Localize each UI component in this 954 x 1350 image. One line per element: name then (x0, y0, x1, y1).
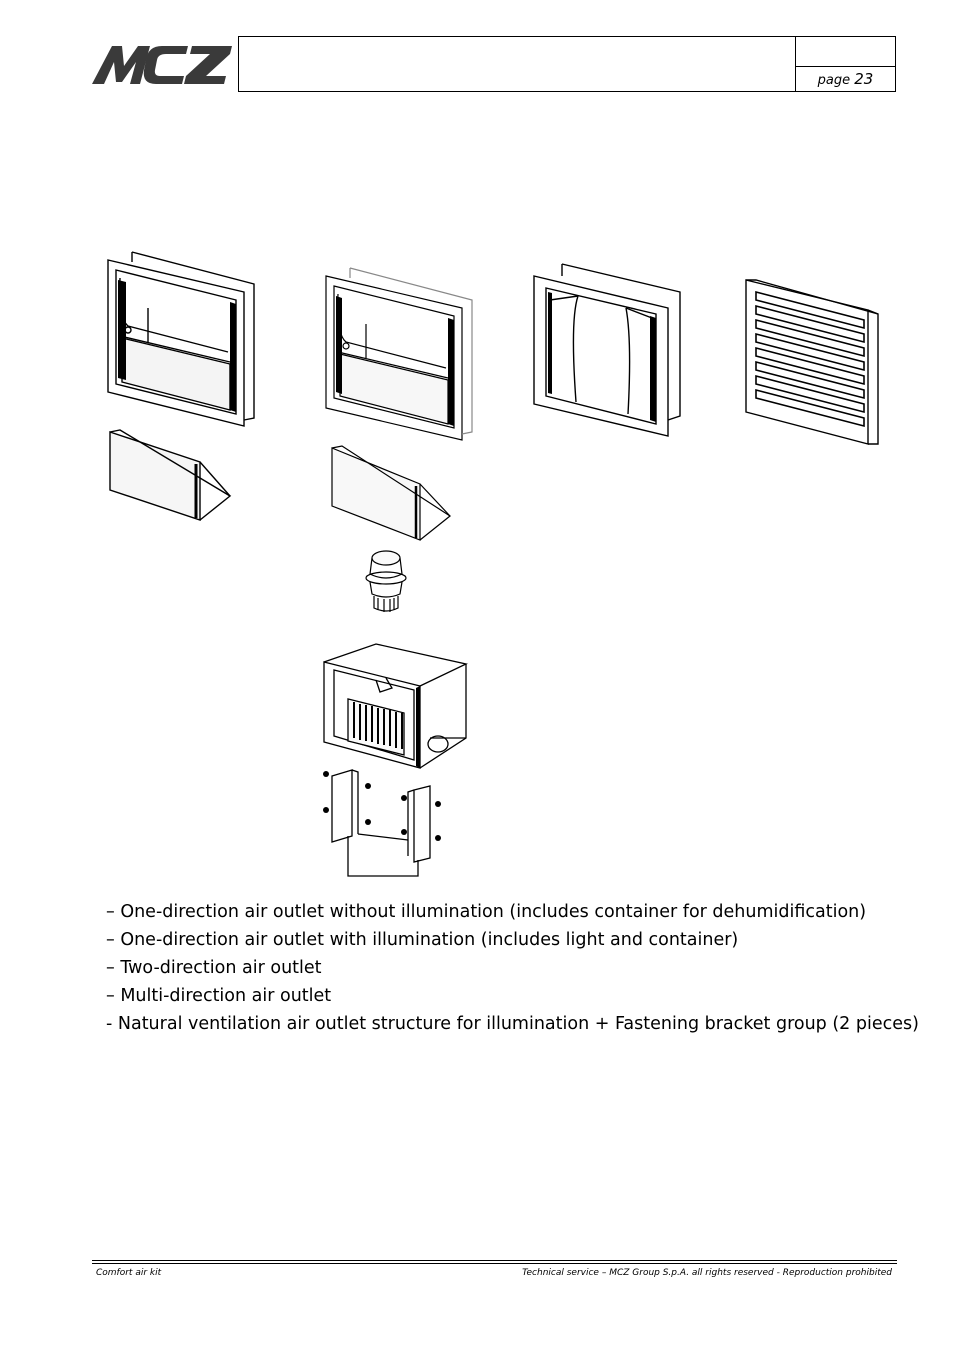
container-illustration-2 (331, 445, 452, 541)
light-illustration (365, 550, 407, 612)
header-box: page 23 (238, 36, 896, 92)
outlet-illustration-1 (107, 251, 255, 427)
fastening-bracket-illustration (323, 769, 441, 877)
footer-rule (92, 1263, 897, 1264)
outlet-illustration-4 (745, 279, 879, 445)
footer-right-text: Technical service – MCZ Group S.p.A. all… (522, 1268, 892, 1278)
list-item: – One-direction air outlet with illumina… (106, 930, 739, 950)
list-item: – Multi-direction air outlet (106, 986, 332, 1006)
page-number-value: 23 (854, 70, 874, 88)
mcz-logo (92, 46, 232, 84)
header-divider (795, 66, 895, 67)
page-label: page (817, 73, 851, 88)
outlet-illustration-2 (325, 267, 473, 441)
list-item: – One-direction air outlet without illum… (106, 902, 867, 922)
outlet-illustration-3 (533, 263, 681, 437)
footer-rule (92, 1260, 897, 1261)
footer-left-text: Comfort air kit (96, 1268, 162, 1278)
container-illustration-1 (109, 429, 232, 521)
ventilation-structure-illustration (323, 643, 468, 769)
list-item: – Two-direction air outlet (106, 958, 322, 978)
outlet-list: – One-direction air outlet without illum… (106, 898, 926, 1038)
header-divider (795, 37, 796, 91)
list-item: - Natural ventilation air outlet structu… (106, 1014, 919, 1034)
page-number: page 23 (796, 67, 895, 91)
